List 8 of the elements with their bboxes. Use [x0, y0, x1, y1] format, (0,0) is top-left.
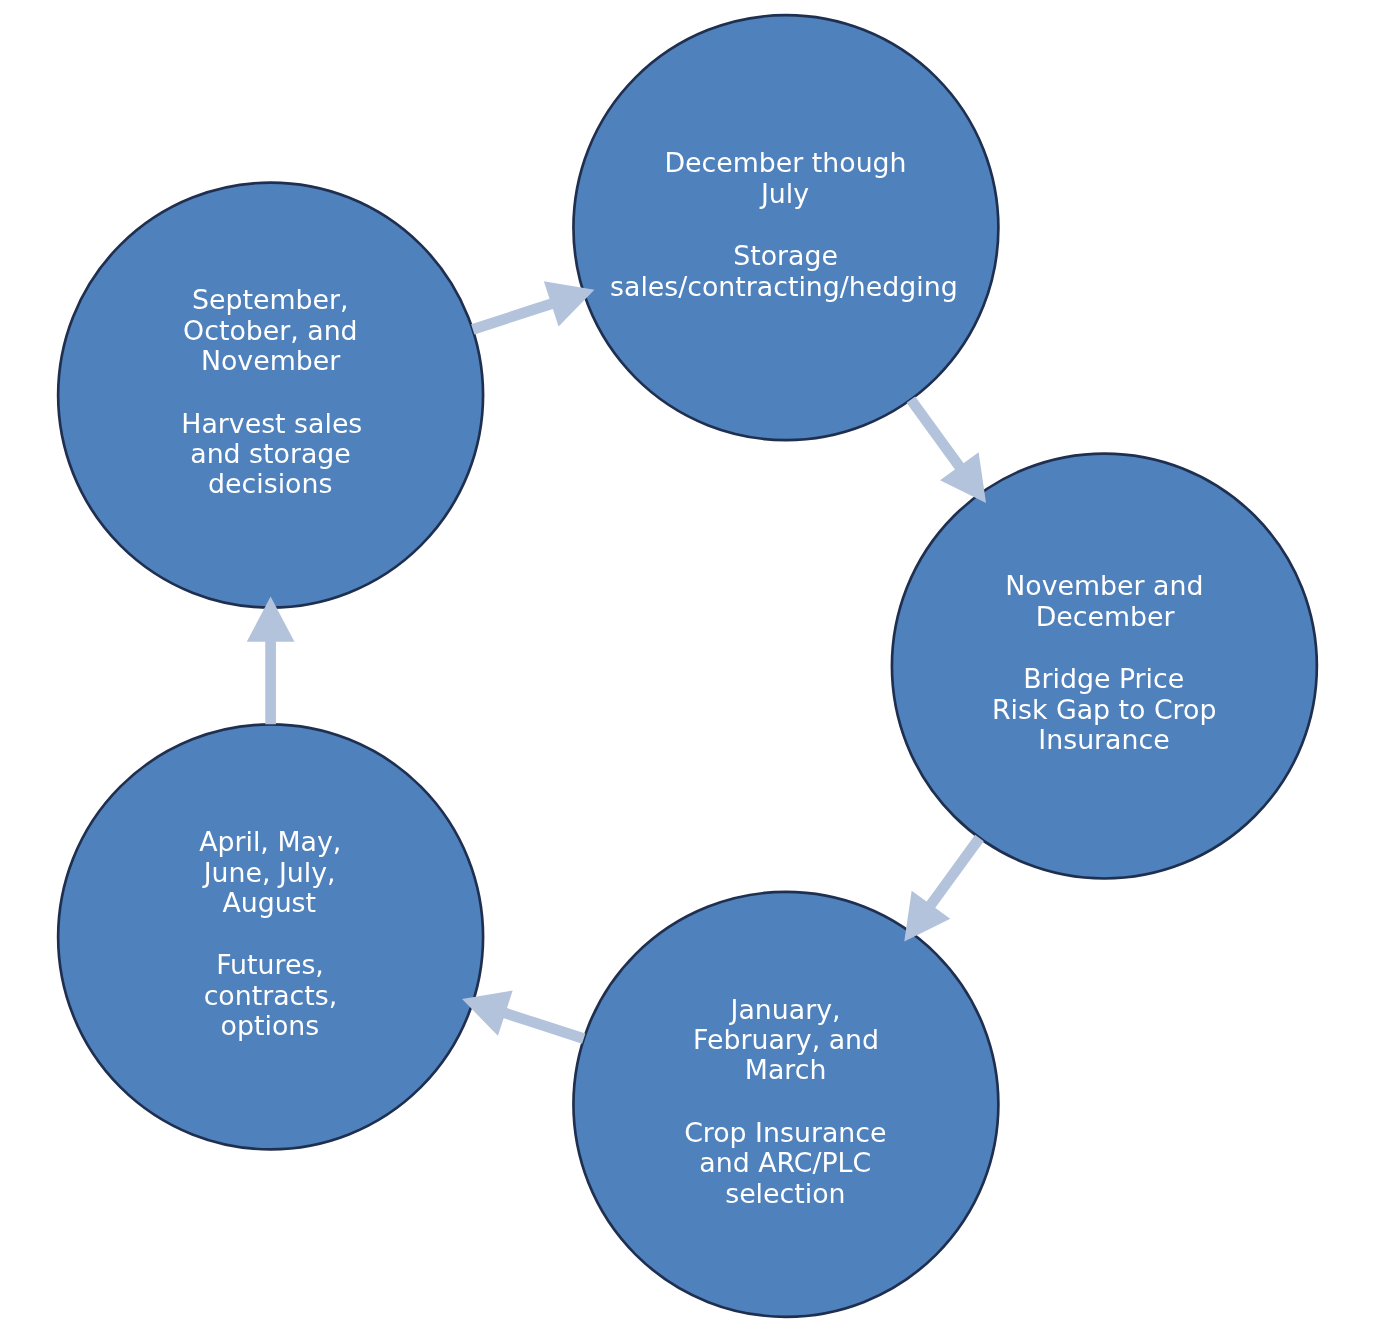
arrow	[246, 596, 294, 725]
arrow	[461, 990, 585, 1044]
arrow	[470, 281, 594, 335]
arrow	[903, 834, 984, 942]
arrow	[906, 396, 986, 504]
node-circle: September, October, and November Harvest sales and storage decisions	[56, 181, 484, 609]
node-circle: December though July Storage sales/contracting/hedging	[571, 13, 1000, 442]
node-circle: April, May, June, July, August Futures, contracts, options	[56, 723, 484, 1151]
